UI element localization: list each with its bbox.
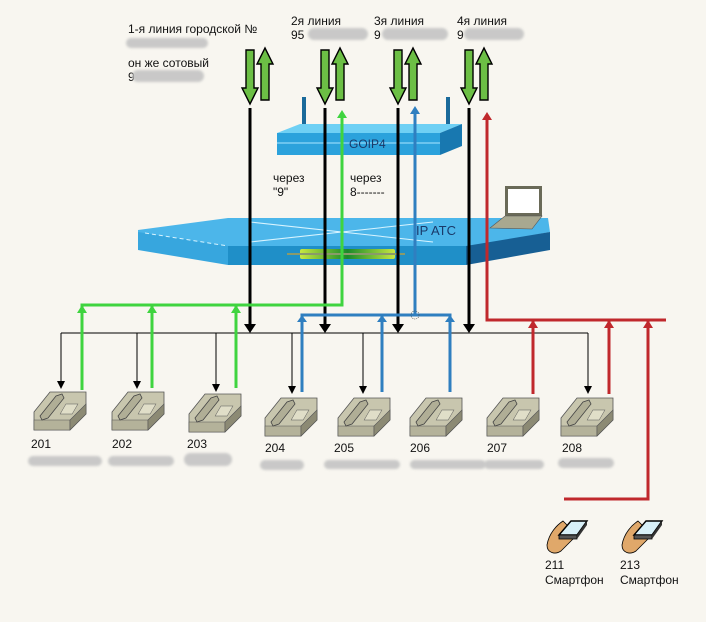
redacted-number <box>126 38 208 48</box>
laptop-icon <box>489 186 543 230</box>
redacted-name <box>260 460 304 470</box>
via-9-value: "9" <box>273 185 289 199</box>
line-1-arrows <box>240 46 275 106</box>
via-9-label: через <box>273 171 305 185</box>
redacted-number <box>308 28 368 40</box>
redacted-name <box>558 458 614 468</box>
desk-phone-205 <box>337 397 391 437</box>
arrow-up-icon <box>330 46 350 101</box>
smartphone-211-ext: 211 <box>545 558 565 572</box>
phone-208-ext: 208 <box>562 441 583 455</box>
phone-205-ext: 205 <box>334 441 355 455</box>
handset-icon <box>117 393 143 421</box>
line-1-subtitle: он же сотовый <box>128 56 209 70</box>
desk-phone-201 <box>33 391 87 431</box>
arrow-down-icon <box>240 49 260 106</box>
redacted-name <box>410 460 486 469</box>
pbx-label: IP ATC <box>416 223 456 238</box>
smartphone-213-icon <box>621 520 664 554</box>
handset-icon <box>566 399 592 427</box>
handset-icon <box>194 395 220 423</box>
distribution-bus <box>57 332 592 394</box>
redacted-name <box>28 456 102 466</box>
phone-204-ext: 204 <box>265 441 286 455</box>
line-3-arrows <box>388 46 423 106</box>
redacted-name <box>324 460 400 469</box>
phone-201-ext: 201 <box>31 437 52 451</box>
arrow-down-icon <box>388 49 408 106</box>
redacted-number <box>132 70 204 82</box>
phone-206-ext: 206 <box>410 441 431 455</box>
phone-207-ext: 207 <box>487 441 508 455</box>
desk-phone-204 <box>264 397 318 437</box>
desk-phone-208 <box>560 397 614 437</box>
desk-phone-203 <box>188 393 242 433</box>
phone-202-ext: 202 <box>112 437 133 451</box>
line-arrows <box>240 46 494 106</box>
line-2-arrows <box>315 46 350 106</box>
redacted-name <box>184 453 232 466</box>
arrow-up-icon <box>403 46 423 101</box>
smartphone-211-label: Смартфон <box>545 573 604 587</box>
line-2-title: 2я линия <box>291 14 342 28</box>
line-3-number: 9 <box>374 28 381 42</box>
green-route <box>77 110 347 390</box>
antenna-icon <box>446 97 450 125</box>
redacted-name <box>108 456 174 466</box>
line-4-title: 4я линия <box>457 14 508 28</box>
arrow-up-icon <box>255 46 275 101</box>
antenna-icon <box>302 97 306 125</box>
arrow-down-icon <box>459 49 479 106</box>
redacted-name <box>484 460 544 469</box>
smartphones <box>546 520 664 554</box>
red-route <box>482 112 666 501</box>
handset-icon <box>343 399 369 427</box>
smartphone-211-icon <box>546 520 589 554</box>
via-8-label: через <box>350 171 382 185</box>
line-3-title: 3я линия <box>374 14 425 28</box>
via-8-value: 8------- <box>350 185 385 199</box>
redacted-number <box>382 28 448 40</box>
desk-phones <box>33 391 614 437</box>
arrow-down-icon <box>315 49 335 106</box>
handset-icon <box>415 399 441 427</box>
blue-route <box>297 106 455 392</box>
smartphone-213-label: Смартфон <box>620 573 679 587</box>
handset-icon <box>39 393 65 421</box>
trunk-lines <box>244 108 475 333</box>
smartphone-213-ext: 213 <box>620 558 641 572</box>
desk-phone-202 <box>111 391 165 431</box>
desk-phone-207 <box>486 397 540 437</box>
line-2-number: 95 <box>291 28 305 42</box>
ip-pbx <box>138 218 550 265</box>
line-4-number: 9 <box>457 28 464 42</box>
redacted-number <box>464 28 524 40</box>
line-1-number: 9 <box>128 70 135 84</box>
handset-icon <box>270 399 296 427</box>
line-4-arrows <box>459 46 494 106</box>
desk-phone-206 <box>409 397 463 437</box>
gateway-label: GOIP4 <box>349 137 386 151</box>
phone-203-ext: 203 <box>187 437 208 451</box>
arrow-up-icon <box>474 46 494 101</box>
handset-icon <box>492 399 518 427</box>
line-1-title: 1-я линия городской № <box>128 22 258 36</box>
